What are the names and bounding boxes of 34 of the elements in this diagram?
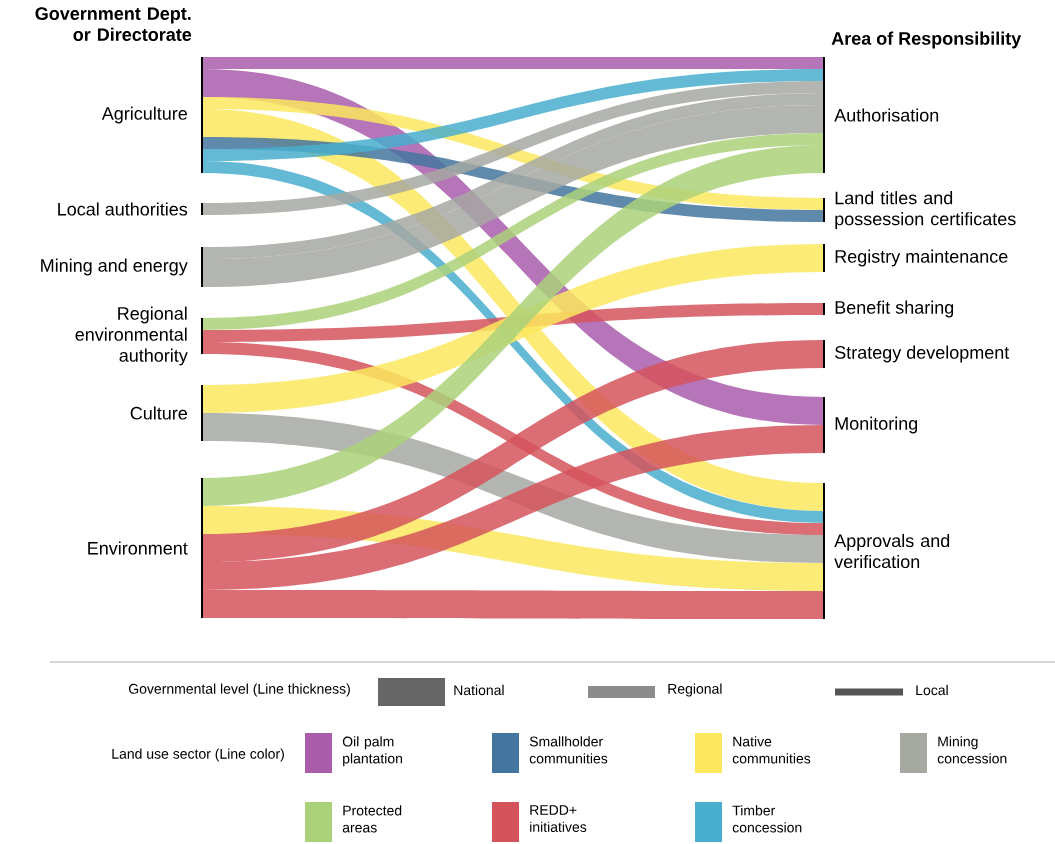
department-label: Local authorities bbox=[58, 202, 188, 216]
department-label: Regional environmental authority bbox=[75, 306, 188, 366]
department-label: Environment bbox=[88, 541, 188, 555]
department-label: Culture bbox=[130, 406, 187, 420]
legend-label: Mining concession bbox=[937, 736, 1007, 764]
flow-band bbox=[203, 81, 823, 215]
legend-label: Oil palm plantation bbox=[342, 736, 402, 767]
legend-heading: Governmental level (Line thickness) bbox=[128, 683, 350, 697]
flow-band bbox=[203, 105, 823, 287]
department-label: Agriculture bbox=[101, 106, 187, 124]
legend-label: Timber concession bbox=[732, 805, 802, 833]
responsibility-label: Land titles and possession certificates bbox=[835, 191, 1016, 229]
department-label: Mining and energy bbox=[41, 258, 188, 276]
responsibility-label: Registry maintenance bbox=[835, 249, 1008, 267]
legend-heading: Land use sector (Line color) bbox=[112, 748, 284, 762]
flow-band bbox=[203, 93, 823, 259]
flow-band bbox=[203, 57, 823, 69]
legend-label: REDD+ initiatives bbox=[530, 805, 587, 832]
legend-label: National bbox=[454, 684, 504, 696]
legend-label: Protected areas bbox=[342, 805, 402, 833]
flow-band bbox=[203, 244, 823, 413]
flow-band bbox=[203, 590, 823, 619]
responsibility-label: Monitoring bbox=[835, 416, 918, 434]
responsibility-label: Approvals and verification bbox=[834, 533, 950, 569]
legend-label: Local bbox=[916, 684, 948, 696]
responsibility-label: Strategy development bbox=[835, 345, 1010, 363]
responsibility-label: Authorisation bbox=[834, 108, 939, 122]
legend-label: Regional bbox=[668, 683, 722, 697]
flow-band bbox=[203, 133, 823, 330]
legend-label: Native communities bbox=[732, 736, 811, 764]
legend-label: Smallholder communities bbox=[529, 736, 608, 764]
flow-band bbox=[203, 425, 823, 590]
responsibility-label: Benefit sharing bbox=[835, 300, 954, 318]
flow-band bbox=[203, 69, 823, 161]
